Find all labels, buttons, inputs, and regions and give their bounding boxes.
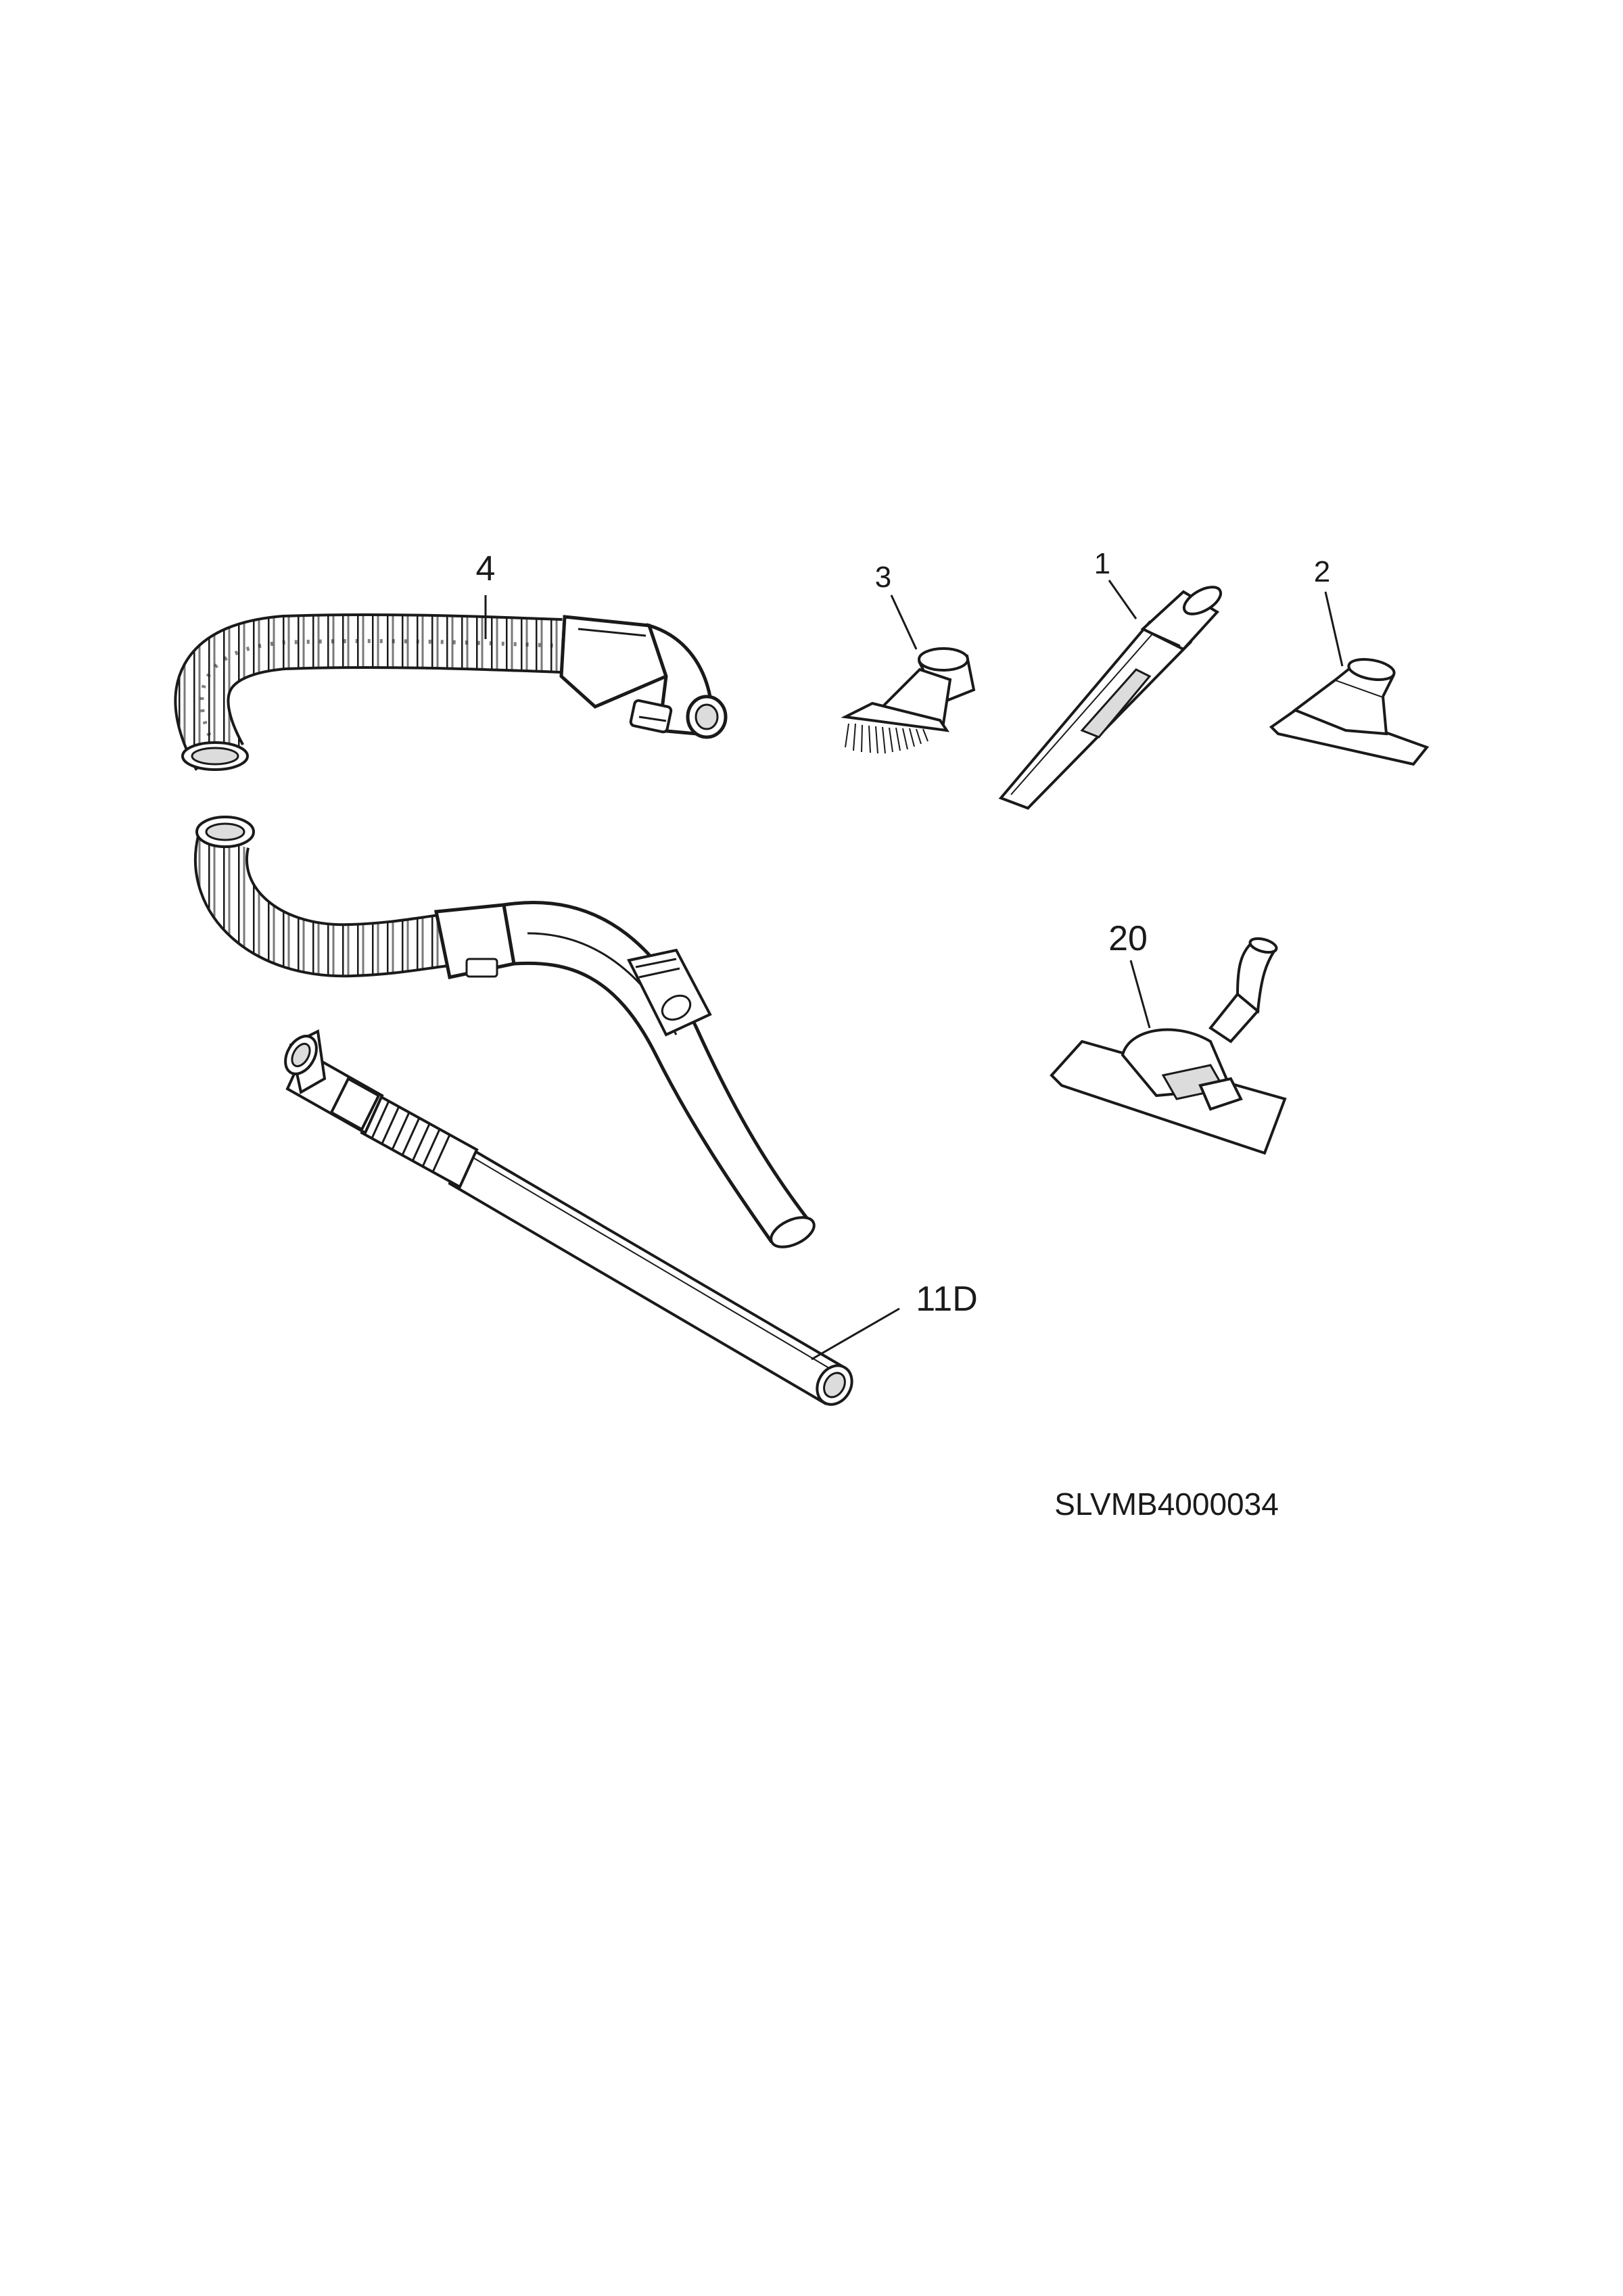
upholstery-nozzle <box>1271 592 1427 764</box>
callout-crevice-tool: 1 <box>1094 547 1110 580</box>
callout-upholstery-nozzle: 2 <box>1314 555 1330 588</box>
callout-dusting-brush: 3 <box>875 561 891 594</box>
callout-telescopic-tube: 11D <box>916 1280 978 1319</box>
callout-hose-front: 4 <box>476 549 496 588</box>
floor-nozzle <box>1052 936 1285 1153</box>
hose-handle <box>197 817 818 1253</box>
crevice-tool <box>1001 580 1225 808</box>
callout-floor-nozzle: 20 <box>1108 919 1148 958</box>
hose-front <box>183 595 726 770</box>
telescopic-tube <box>279 1031 899 1411</box>
figure-code: SLVMB4000034 <box>1054 1486 1279 1522</box>
dusting-brush <box>845 595 974 753</box>
